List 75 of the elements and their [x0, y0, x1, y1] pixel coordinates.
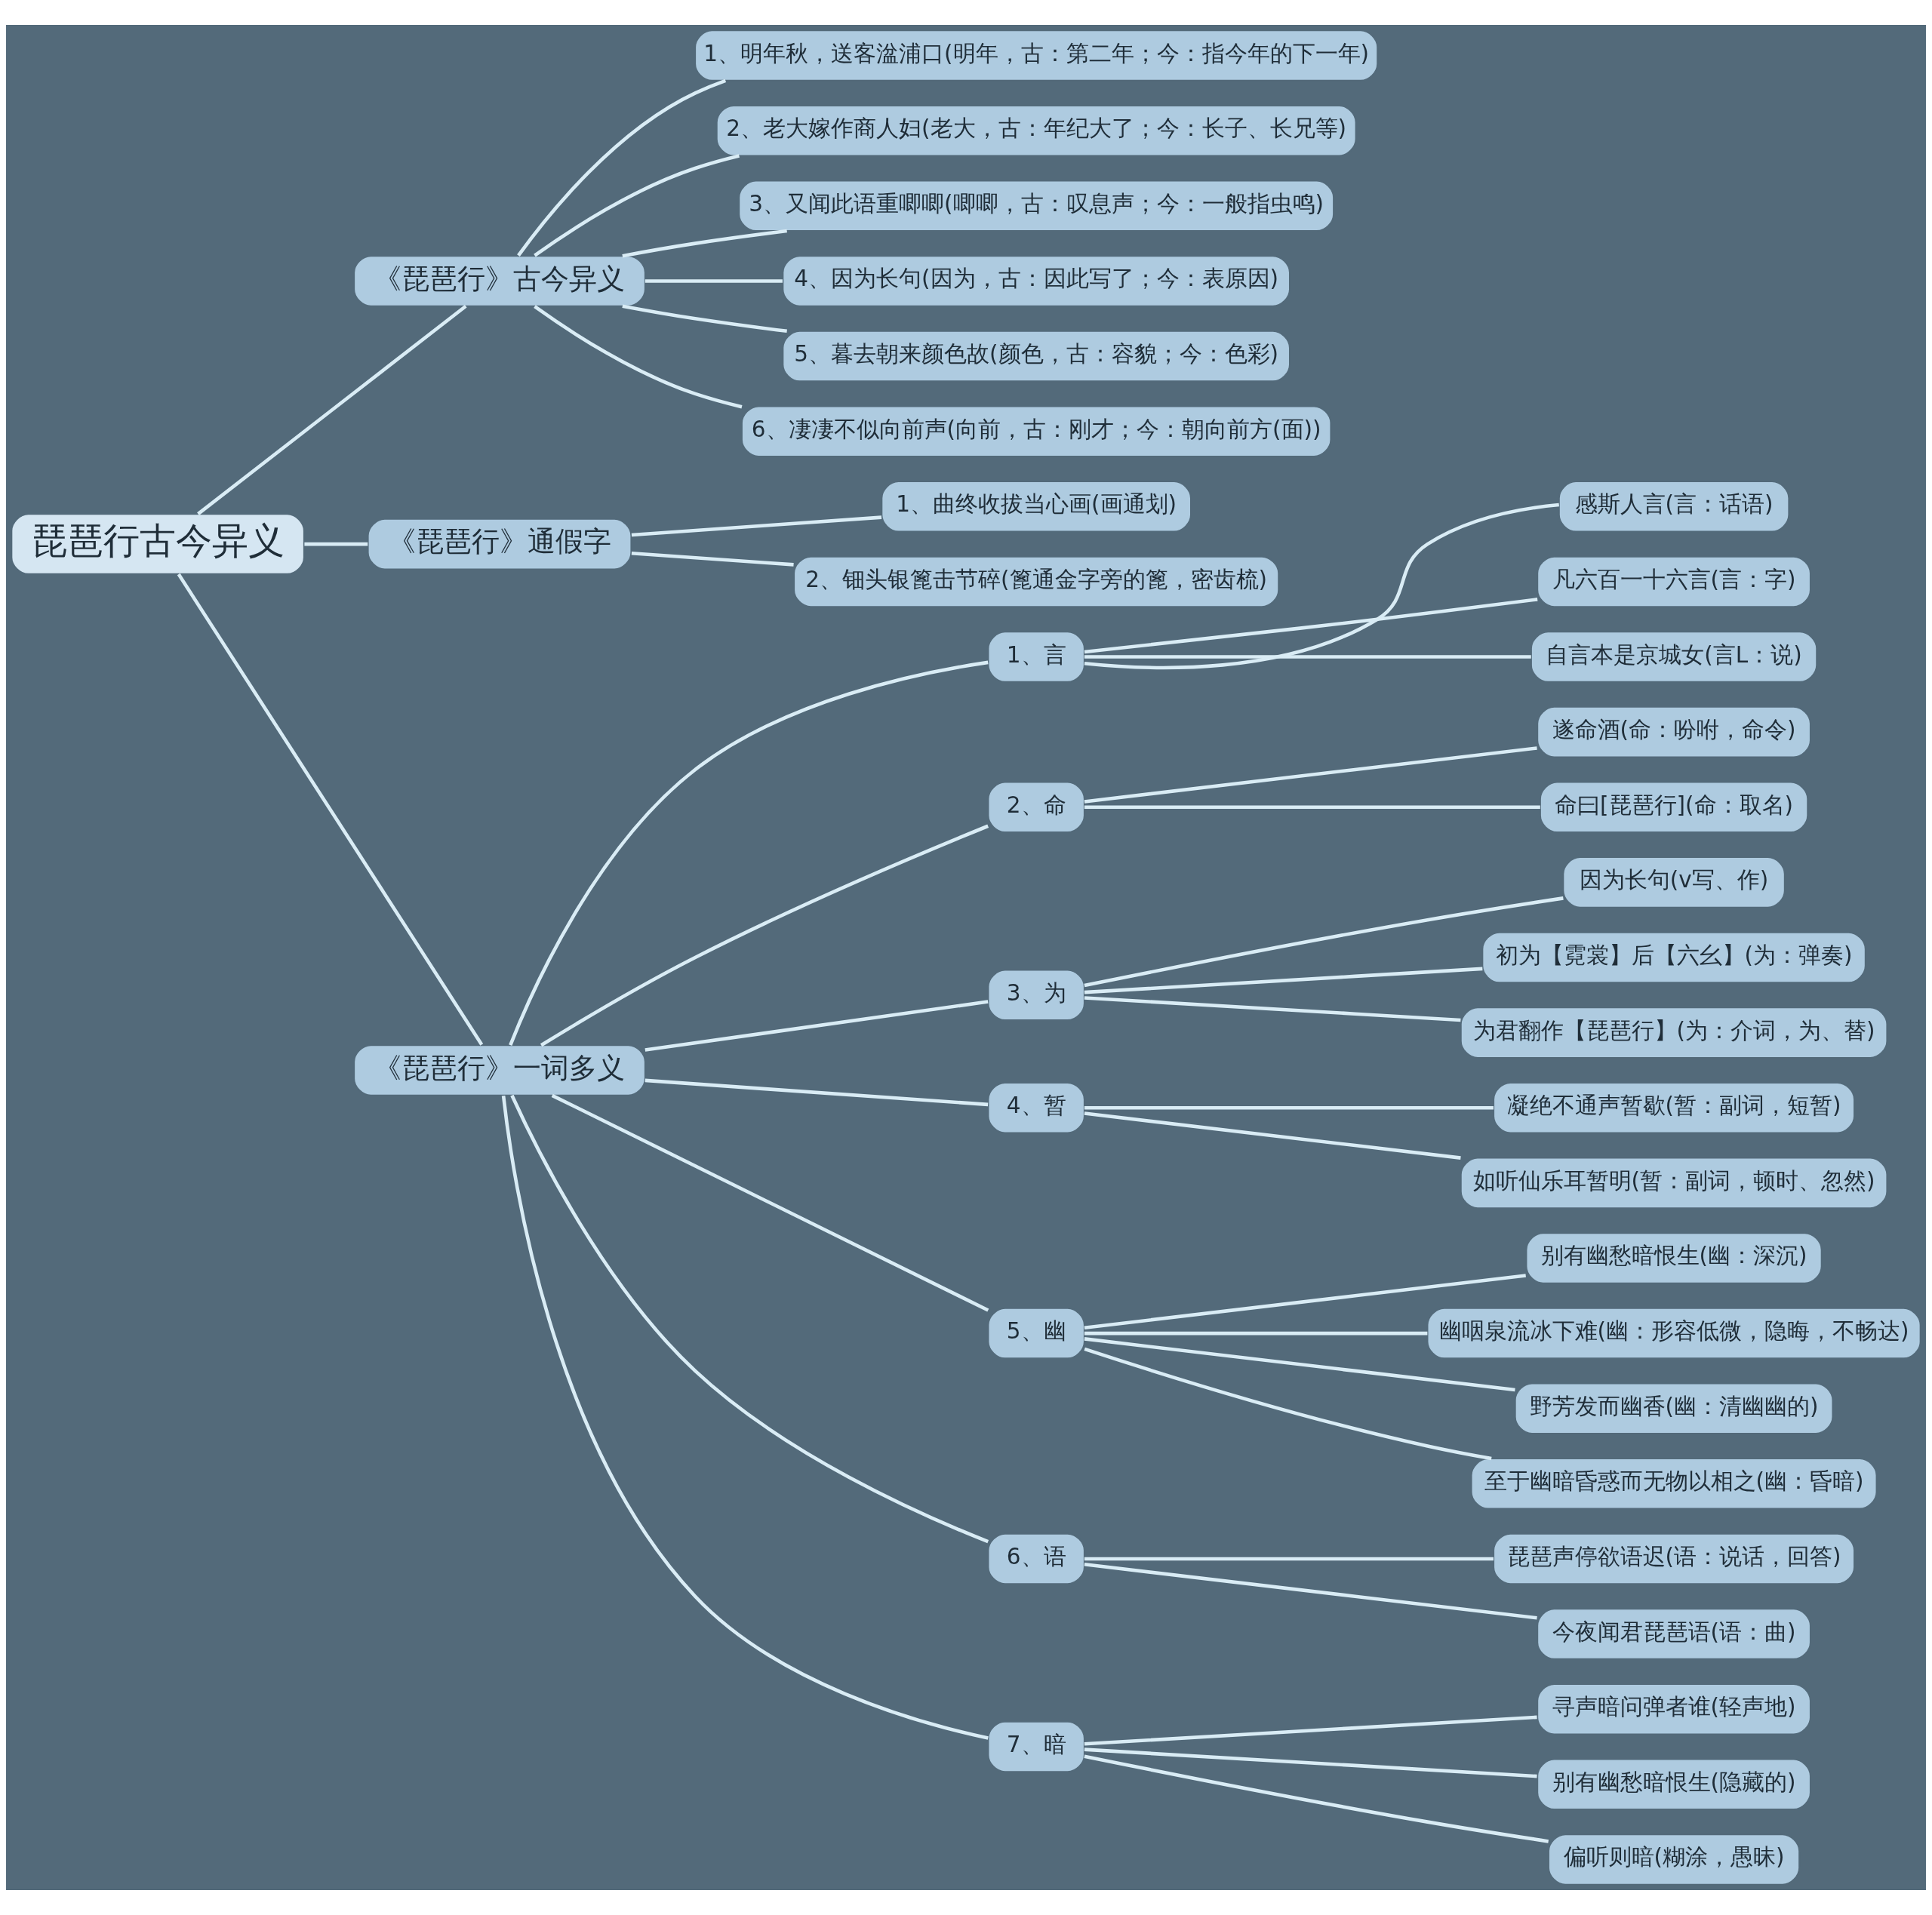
connector — [1084, 746, 1537, 804]
node-box: 初为【霓裳】后【六幺】(为：弹奏) — [1481, 931, 1866, 984]
connector — [534, 305, 743, 409]
node-box: 凡六百一十六言(言：字) — [1537, 555, 1811, 608]
node-box: 偏听则暗(糊涂，愚昧) — [1548, 1834, 1800, 1886]
node-box: 6、凄凄不似向前声(向前，古：刚才；今：朝向前方(面)) — [741, 405, 1332, 457]
connector — [1084, 598, 1538, 654]
node-box: 琵琶行古今异义 — [11, 513, 305, 575]
node-box: 《琵琶行》一词多义 — [353, 1044, 646, 1096]
connector — [517, 78, 727, 257]
node-box: 2、老大嫁作商人妇(老大，古：年纪大了；今：长子、长兄等) — [715, 105, 1357, 157]
connector — [631, 552, 794, 567]
connector — [645, 279, 783, 283]
connector — [1084, 967, 1483, 994]
node-box: 1、曲终收拔当心画(画通划) — [881, 481, 1192, 533]
connector — [1084, 1274, 1526, 1330]
node-box: 遂命酒(命：吩咐，命令) — [1537, 706, 1811, 758]
connector — [1084, 1111, 1461, 1160]
connector — [1084, 1331, 1428, 1336]
node-box: 3、为 — [987, 969, 1085, 1021]
connector — [631, 515, 882, 537]
connector — [501, 1096, 989, 1740]
connector — [1084, 1347, 1492, 1461]
node-box: 5、暮去朝来颜色故(颜色，古：容貌；今：色彩) — [782, 330, 1291, 383]
connector — [1084, 1747, 1537, 1778]
node-box: 因为长句(v写、作) — [1562, 856, 1786, 908]
node-box: 《琵琶行》通假字 — [367, 518, 632, 570]
node-box: 1、明年秋，送客湓浦口(明年，古：第二年；今：指今年的下一年) — [694, 29, 1379, 81]
connector — [622, 304, 787, 334]
node-box: 5、幽 — [987, 1307, 1085, 1360]
connector — [1084, 1105, 1494, 1110]
connector — [1084, 805, 1540, 810]
connector — [509, 660, 989, 1047]
node-box: 命曰[琵琶行](命：取名) — [1540, 781, 1809, 833]
node-box: 为君翻作【琵琶行】(为：介词，为、替) — [1460, 1007, 1888, 1059]
connector — [177, 573, 484, 1046]
node-box: 别有幽愁暗恨生(隐藏的) — [1537, 1758, 1811, 1810]
node-box: 别有幽愁暗恨生(幽：深沉) — [1525, 1232, 1823, 1284]
node-box: 7、暗 — [987, 1720, 1085, 1773]
connector — [534, 154, 740, 257]
connector — [1084, 1563, 1537, 1620]
node-box: 今夜闻君琵琶语(语：曲) — [1537, 1608, 1811, 1660]
node-box: 幽咽泉流冰下难(幽：形容低微，隐晦，不畅达) — [1426, 1307, 1921, 1360]
node-box: 凝绝不通声暂歇(暂：副词，短暂) — [1493, 1082, 1855, 1134]
node-box: 6、语 — [987, 1532, 1085, 1585]
connector — [1084, 655, 1531, 659]
connector — [622, 229, 787, 258]
connector — [1084, 1715, 1537, 1746]
connector — [645, 1000, 989, 1052]
connector — [1084, 503, 1559, 670]
connector — [1084, 1754, 1549, 1843]
node-box: 3、又闻此语重唧唧(唧唧，古：叹息声；今：一般指虫鸣) — [738, 180, 1334, 232]
connector — [645, 1078, 989, 1107]
node-box: 1、言 — [987, 631, 1085, 683]
node-box: 4、暂 — [987, 1082, 1085, 1134]
node-box: 如听仙乐耳暂明(暂：副词，顿时、忽然) — [1460, 1157, 1888, 1209]
connector — [197, 304, 467, 515]
node-box: 野芳发而幽香(幽：清幽幽的) — [1514, 1382, 1834, 1434]
node-box: 《琵琶行》古今异义 — [353, 255, 646, 307]
node-box: 琵琶声停欲语迟(语：说话，回答) — [1493, 1532, 1855, 1585]
connector — [551, 1093, 989, 1312]
connector — [1084, 896, 1564, 988]
connector — [1084, 996, 1461, 1022]
connector — [1084, 1557, 1494, 1561]
node-box: 2、命 — [987, 781, 1085, 833]
node-box: 4、因为长句(因为，古：因此写了；今：表原因) — [782, 255, 1291, 307]
connector — [304, 542, 368, 546]
node-box: 2、钿头银篦击节碎(篦通金字旁的篦，密齿梳) — [793, 555, 1280, 608]
node-box: 至于幽暗昏惑而无物以相之(幽：昏暗) — [1470, 1458, 1878, 1510]
connector — [510, 1094, 989, 1544]
node-box: 感斯人言(言：话语) — [1558, 481, 1790, 533]
node-box: 自言本是京城女(言L：说) — [1531, 631, 1818, 683]
connector — [540, 824, 989, 1047]
node-box: 寻声暗问弹者谁(轻声地) — [1537, 1683, 1811, 1735]
connector — [1084, 1337, 1515, 1392]
